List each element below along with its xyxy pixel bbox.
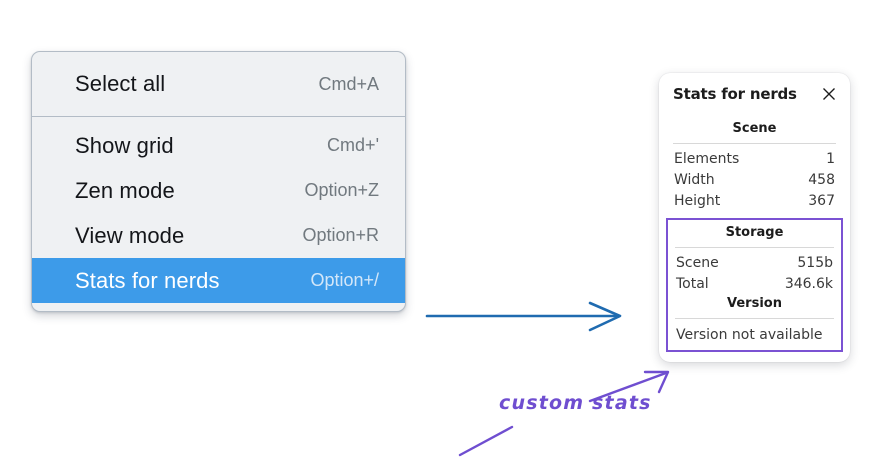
stats-panel-header: Stats for nerds: [669, 85, 840, 103]
stat-value: 367: [808, 193, 835, 209]
section-rule: [675, 318, 834, 319]
stats-section-scene: Scene Elements 1 Width 458 Height 367: [669, 119, 840, 212]
menu-item-label: Show grid: [75, 132, 174, 158]
section-heading-scene: Scene: [732, 121, 777, 136]
custom-stats-annotation-label: custom stats: [499, 392, 652, 414]
menu-item-shortcut: Cmd+A: [318, 73, 379, 94]
stat-row: Height 367: [669, 191, 840, 212]
stat-row: Elements 1: [669, 149, 840, 170]
stat-row: Scene 515b: [671, 253, 838, 274]
stat-value: 1: [826, 151, 835, 167]
stat-value: 515b: [797, 255, 833, 271]
custom-stats-highlight-box: Storage Scene 515b Total 346.6k Version …: [666, 218, 843, 352]
menu-divider: [32, 116, 405, 117]
purple-underline-annotation: [458, 425, 514, 457]
stat-row: Total 346.6k: [671, 274, 838, 295]
section-rule: [673, 143, 836, 144]
menu-item-stats-for-nerds[interactable]: Stats for nerds Option+/: [32, 258, 405, 303]
stats-section-version: Version Version not available: [671, 295, 838, 345]
menu-item-label: Stats for nerds: [75, 267, 220, 293]
stat-key: Scene: [676, 255, 719, 271]
stat-key: Elements: [674, 151, 740, 167]
context-menu[interactable]: Select all Cmd+A Show grid Cmd+' Zen mod…: [31, 51, 406, 312]
stat-value: 458: [808, 172, 835, 188]
stat-key: Height: [674, 193, 721, 209]
close-icon[interactable]: [820, 85, 838, 103]
menu-item-shortcut: Option+R: [302, 225, 379, 245]
menu-item-label: Select all: [75, 71, 166, 96]
menu-group-primary: Select all Cmd+A: [32, 58, 405, 110]
section-heading-storage: Storage: [725, 225, 784, 240]
purple-arrow-annotation: [588, 370, 670, 403]
menu-item-label: Zen mode: [75, 177, 175, 203]
menu-item-zen-mode[interactable]: Zen mode Option+Z: [32, 168, 405, 213]
menu-item-shortcut: Option+Z: [304, 180, 379, 200]
stats-section-storage: Storage Scene 515b Total 346.6k: [671, 224, 838, 295]
menu-item-shortcut: Cmd+': [327, 135, 379, 155]
version-text: Version not available: [676, 327, 823, 343]
menu-item-view-mode[interactable]: View mode Option+R: [32, 213, 405, 258]
stat-row: Width 458: [669, 170, 840, 191]
section-rule: [675, 247, 834, 248]
stat-key: Total: [676, 276, 709, 292]
menu-group-view: Show grid Cmd+' Zen mode Option+Z View m…: [32, 123, 405, 303]
stat-key: Width: [674, 172, 715, 188]
stat-value: 346.6k: [784, 276, 833, 292]
menu-item-shortcut: Option+/: [310, 270, 379, 290]
blue-arrow-annotation: [425, 301, 622, 332]
section-heading-version: Version: [727, 296, 782, 311]
stats-panel-title: Stats for nerds: [673, 85, 797, 103]
menu-item-show-grid[interactable]: Show grid Cmd+': [32, 123, 405, 168]
menu-item-label: View mode: [75, 222, 185, 248]
stats-for-nerds-panel: Stats for nerds Scene Elements 1 Width 4…: [659, 73, 850, 362]
menu-item-select-all[interactable]: Select all Cmd+A: [32, 58, 405, 110]
